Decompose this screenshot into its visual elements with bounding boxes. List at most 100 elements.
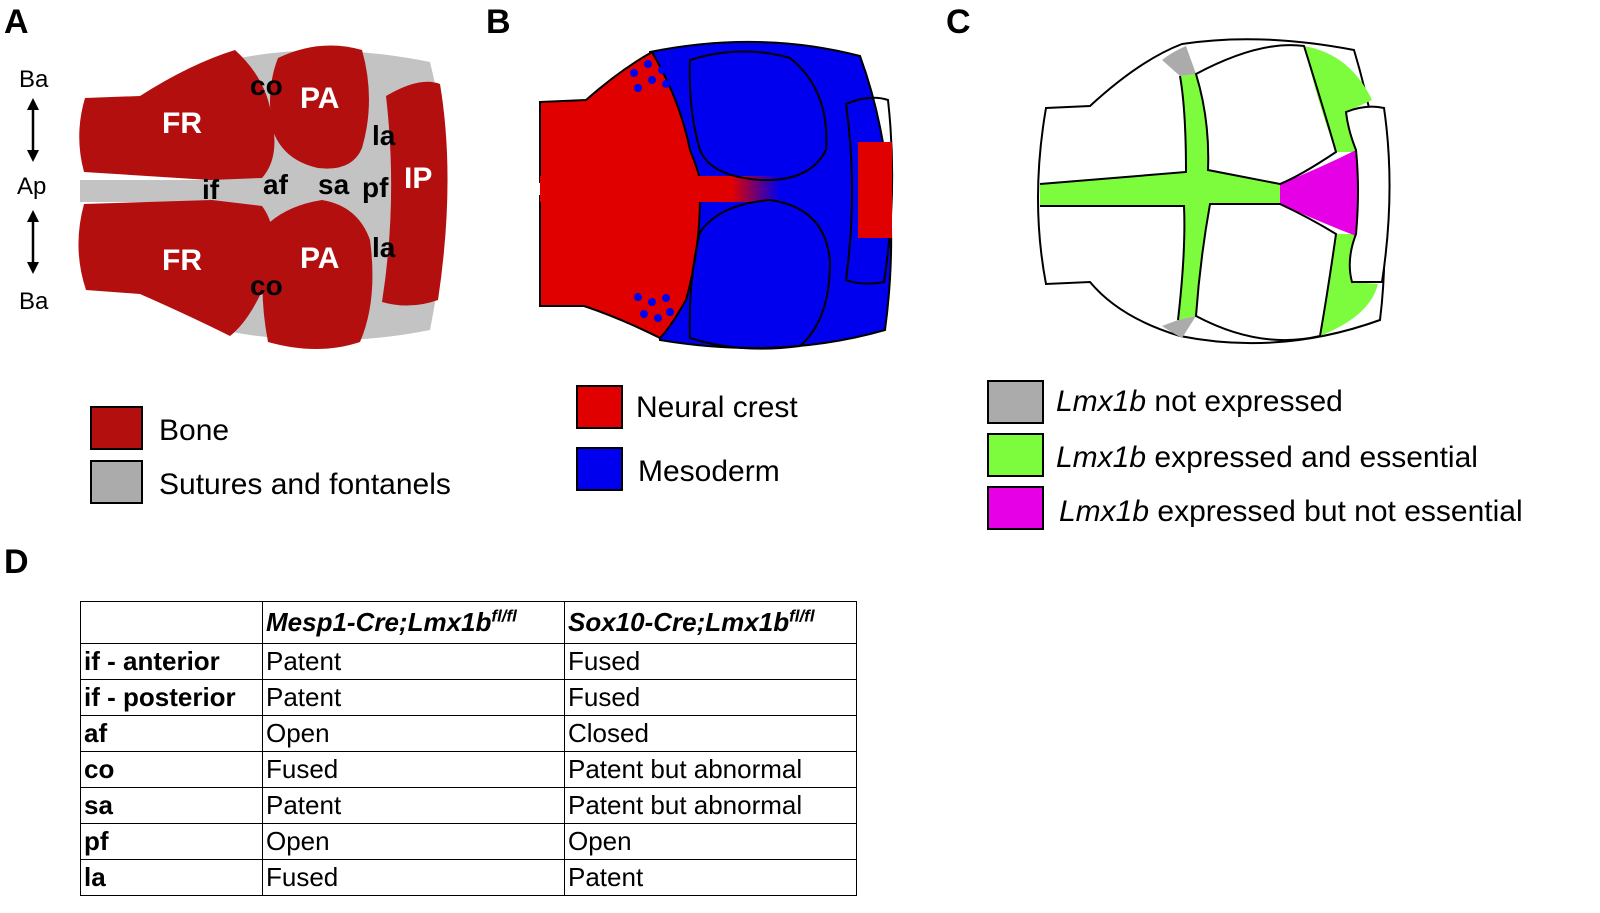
lmx1b-essential-lambdoid	[1304, 46, 1372, 152]
legend-label-sutures: Sutures and fontanels	[159, 468, 451, 501]
axis-ba-top: Ba	[19, 66, 49, 93]
label-ip: IP	[404, 162, 432, 195]
legend-text-not-essential: expressed but not essential	[1149, 495, 1523, 528]
skull-diagram-c	[1037, 38, 1391, 345]
header-mesp1: Mesp1-Cre;Lmx1bfl/fl	[262, 601, 565, 644]
legend-swatch-bone	[90, 406, 143, 450]
label-if: if	[202, 174, 220, 205]
cell-mesp1: Fused	[262, 751, 565, 788]
axis-ba-bottom: Ba	[19, 288, 49, 315]
frontal-bone-top	[79, 50, 275, 180]
interparietal-outline-c	[1344, 105, 1391, 283]
interparietal-bone	[382, 81, 448, 306]
label-la-bottom: la	[372, 232, 396, 263]
label-co-bottom: co	[250, 270, 283, 301]
label-la-top: la	[372, 120, 396, 151]
cell-mesp1: Patent	[262, 787, 565, 824]
frontal-outline-bottom-c	[1040, 205, 1186, 321]
label-pa-top: PA	[300, 82, 339, 115]
row-label: sa	[80, 787, 263, 824]
label-co-top: co	[250, 70, 283, 101]
frontal-bone-bottom	[78, 200, 274, 336]
mesoderm-dots-top	[630, 60, 670, 92]
lmx1b-essential-sutures	[1040, 74, 1280, 320]
parietal-outline-bottom-c	[1194, 203, 1338, 341]
panel-letter-d: D	[4, 543, 29, 581]
cell-sox10: Patent but abnormal	[564, 787, 857, 824]
legend-swatch-sutures	[90, 460, 143, 504]
label-fr-bottom: FR	[162, 244, 202, 277]
legend-label-mesoderm: Mesoderm	[638, 455, 780, 488]
parietal-bone-top	[270, 45, 369, 169]
gene-name: Lmx1b	[1059, 495, 1149, 528]
skull-diagram-a: FR FR PA PA IP co co la la if af sa pf	[78, 45, 448, 349]
neural-crest-midline	[540, 176, 780, 202]
interfrontal-band	[80, 180, 250, 202]
cell-mesp1: Patent	[262, 679, 565, 716]
label-sa: sa	[318, 169, 350, 200]
cell-sox10: Closed	[564, 715, 857, 752]
panel-letter-a: A	[4, 3, 29, 41]
cell-sox10: Patent	[564, 859, 857, 896]
cell-mesp1: Fused	[262, 859, 565, 896]
legend-label-bone: Bone	[159, 414, 229, 447]
legend-swatch-not-essential	[987, 486, 1044, 530]
neural-crest-frontal-top	[539, 50, 702, 183]
label-pa-bottom: PA	[300, 242, 339, 275]
legend-swatch-essential	[987, 433, 1044, 477]
legend-label-not-essential: Lmx1b expressed but not essential	[1059, 495, 1523, 528]
parietal-bone-bottom	[262, 200, 373, 349]
label-af: af	[263, 169, 289, 200]
legend-swatch-not-expressed	[987, 380, 1044, 424]
label-pf: pf	[362, 172, 389, 203]
legend-swatch-neural-crest	[576, 385, 623, 429]
lmx1b-not-expressed-top	[1162, 46, 1196, 76]
lmx1b-not-expressed-bottom	[1162, 316, 1196, 338]
lmx1b-essential-lambdoid-bottom	[1320, 234, 1378, 336]
row-label: if - posterior	[80, 679, 263, 716]
parietal-outline-top	[688, 50, 828, 182]
cell-sox10: Open	[564, 823, 857, 860]
cell-mesp1: Open	[262, 823, 565, 860]
legend-swatch-mesoderm	[576, 447, 623, 491]
legend-label-essential: Lmx1b expressed and essential	[1056, 441, 1478, 474]
neural-crest-frontal-bottom	[539, 195, 702, 340]
panel-letter-b: B	[486, 3, 511, 41]
legend-b: Neural crest Mesoderm	[576, 385, 798, 491]
label-fr-top: FR	[162, 107, 202, 140]
legend-label-neural-crest: Neural crest	[636, 391, 798, 424]
header-mesp1-sup: fl/fl	[491, 606, 517, 626]
legend-a: Bone Sutures and fontanels	[90, 406, 451, 504]
legend-text-not-expressed: not expressed	[1146, 385, 1343, 418]
mesoderm-dots-bottom	[634, 293, 674, 322]
orientation-axis: Ba Ap Ba	[17, 66, 49, 315]
row-label: co	[80, 751, 263, 788]
axis-ap: Ap	[17, 173, 46, 200]
cell-mesp1: Patent	[262, 643, 565, 680]
header-sox10-main: Sox10-Cre;Lmx1b	[568, 607, 790, 637]
skull-diagram-b	[539, 40, 894, 350]
parietal-outline-top-c	[1194, 44, 1338, 186]
frontal-outline-top-c	[1039, 75, 1188, 185]
legend-label-not-expressed: Lmx1b not expressed	[1056, 385, 1343, 418]
legend-c: Lmx1b not expressed Lmx1b expressed and …	[987, 380, 1523, 530]
row-label: pf	[80, 823, 263, 860]
header-sox10-sup: fl/fl	[789, 606, 815, 626]
panel-letter-c: C	[946, 3, 971, 41]
gene-name: Lmx1b	[1056, 385, 1146, 418]
cell-sox10: Fused	[564, 643, 857, 680]
double-arrow-bottom	[27, 210, 39, 274]
cell-sox10: Fused	[564, 679, 857, 716]
header-sox10: Sox10-Cre;Lmx1bfl/fl	[564, 601, 857, 644]
header-mesp1-main: Mesp1-Cre;Lmx1b	[266, 607, 492, 637]
legend-text-essential: expressed and essential	[1146, 441, 1478, 474]
header-empty	[80, 601, 263, 644]
neural-crest-interparietal	[858, 142, 892, 238]
